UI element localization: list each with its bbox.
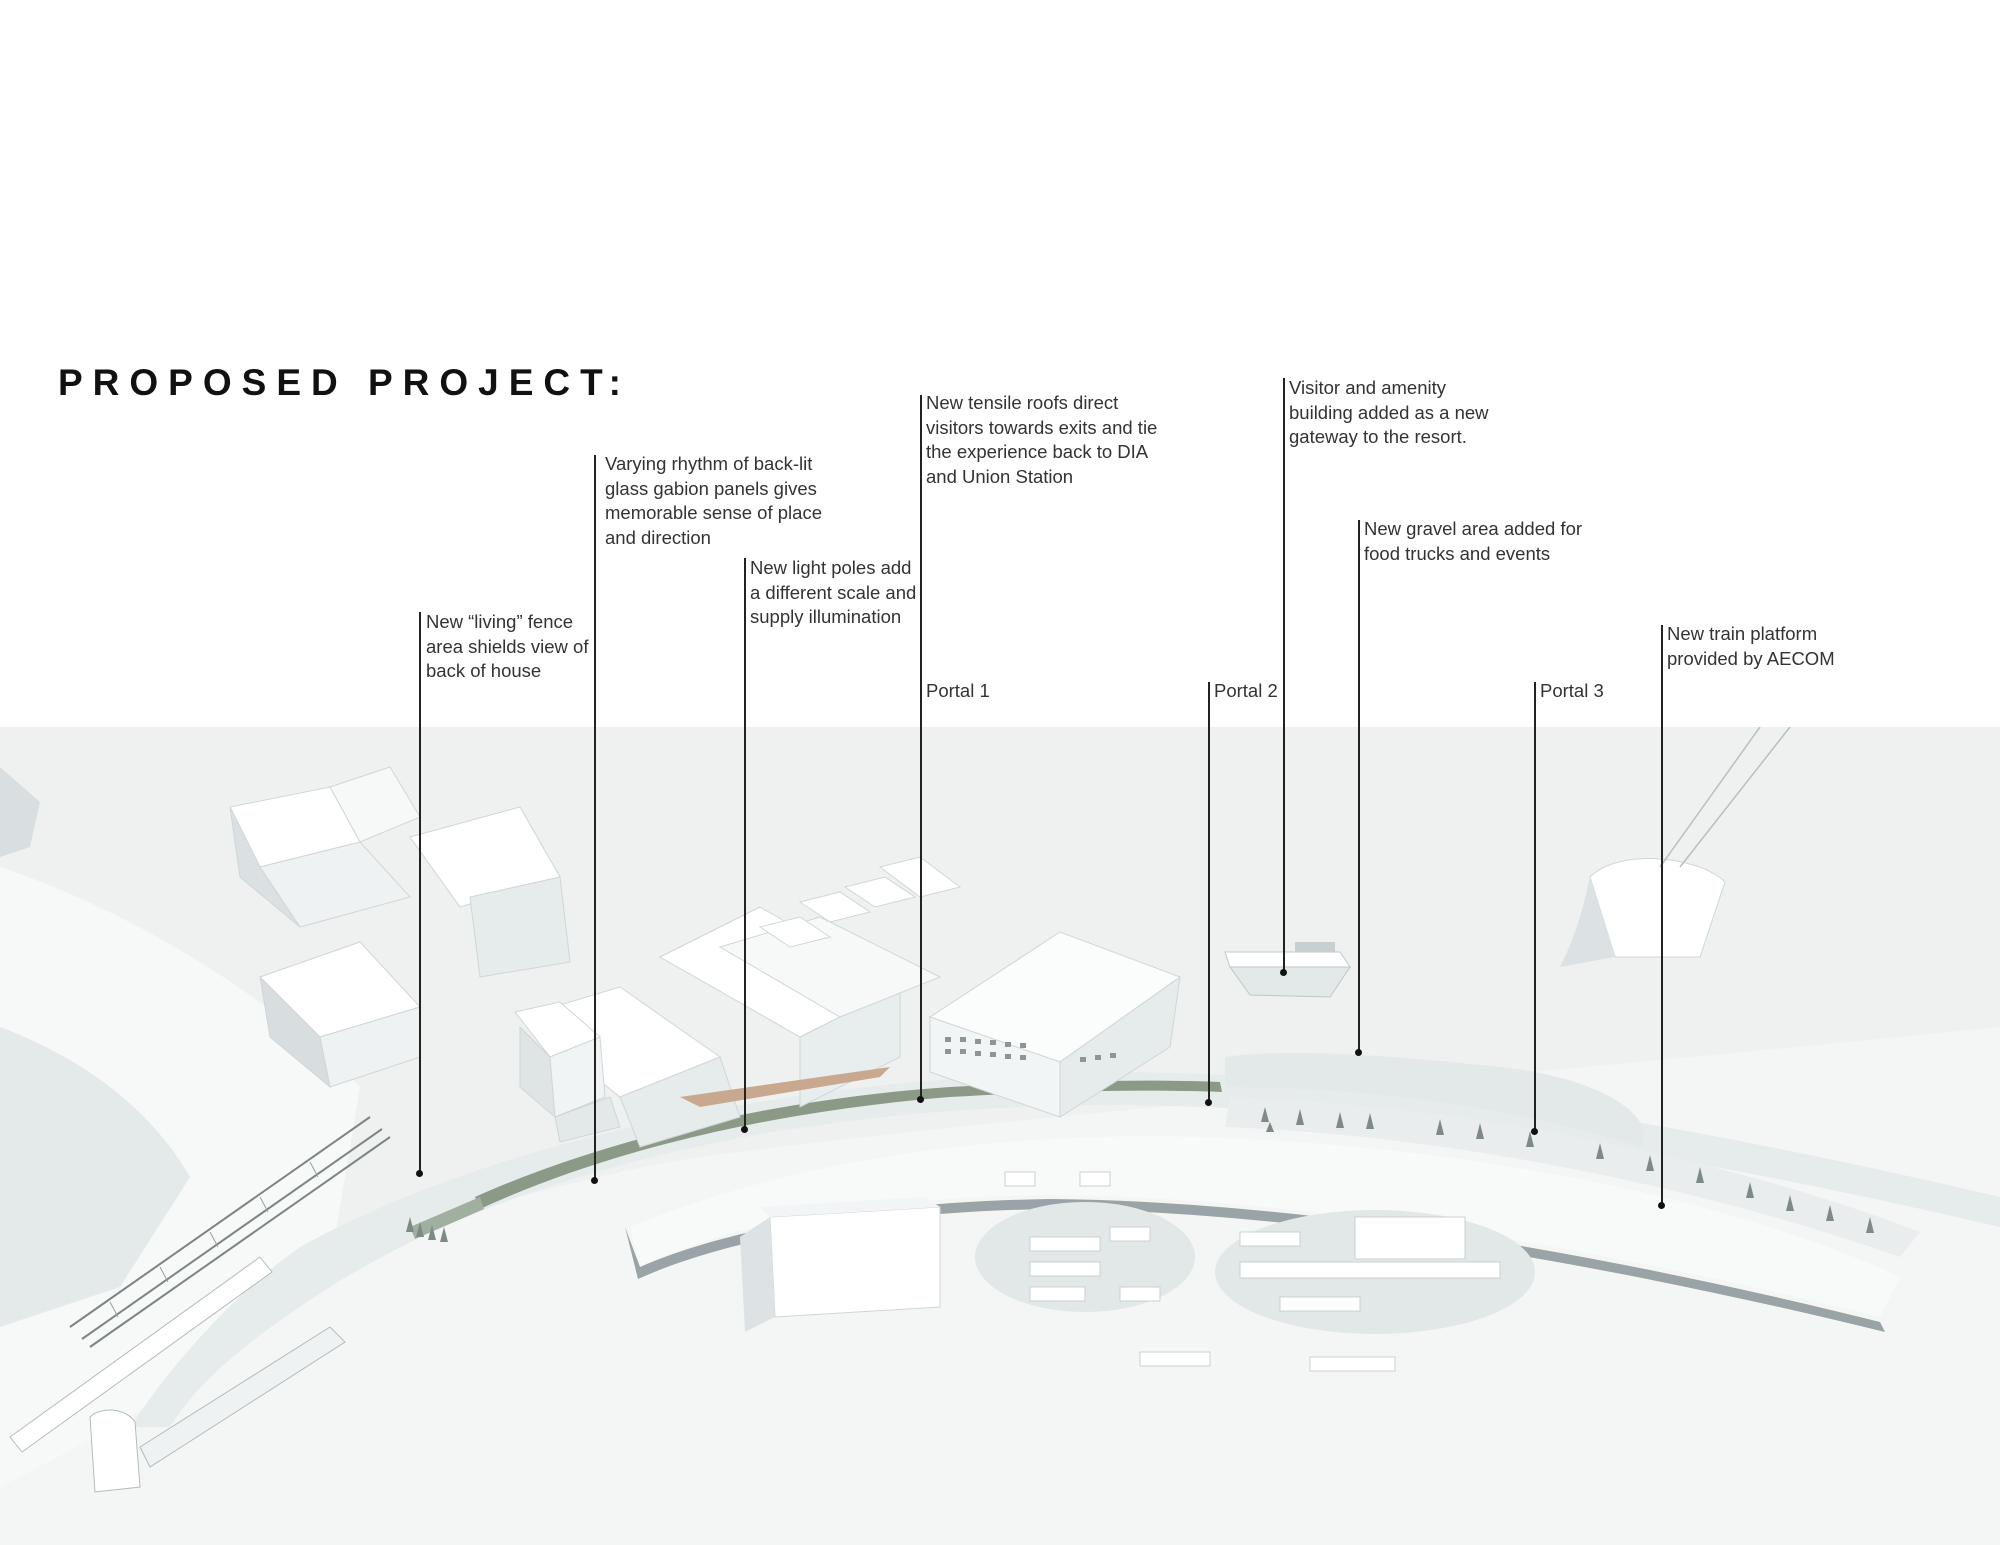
callout-portal-3: Portal 3 — [1540, 680, 1604, 701]
callout-gravel-area: New gravel area added for food trucks an… — [1364, 518, 1583, 564]
leader-living-fence — [416, 612, 422, 1177]
leader-gravel-area — [1355, 520, 1361, 1056]
site-rendering — [0, 727, 2000, 1545]
callout-tensile-roofs: New tensile roofs direct visitors toward… — [926, 392, 1158, 487]
leader-light-poles — [741, 558, 747, 1133]
callout-living-fence: New “living” fence area shields view of … — [426, 611, 589, 681]
callout-light-poles: New light poles add a different scale an… — [750, 557, 917, 627]
leader-visitor-building — [1280, 378, 1286, 976]
callout-train-platform: New train platform provided by AECOM — [1667, 623, 1835, 669]
callout-portal-1: Portal 1 — [926, 680, 990, 701]
callout-portal-2: Portal 2 — [1214, 680, 1278, 701]
page-title: PROPOSED PROJECT: — [58, 362, 631, 403]
leader-tensile-roofs — [917, 395, 923, 1103]
leader-train-platform — [1658, 625, 1664, 1209]
leader-portal-3 — [1531, 682, 1537, 1135]
callout-gabion-panels: Varying rhythm of back-lit glass gabion … — [605, 453, 822, 548]
leader-gabion-panels — [591, 455, 597, 1184]
callout-visitor-building: Visitor and amenity building added as a … — [1289, 377, 1489, 447]
leader-portal-2 — [1205, 682, 1211, 1106]
